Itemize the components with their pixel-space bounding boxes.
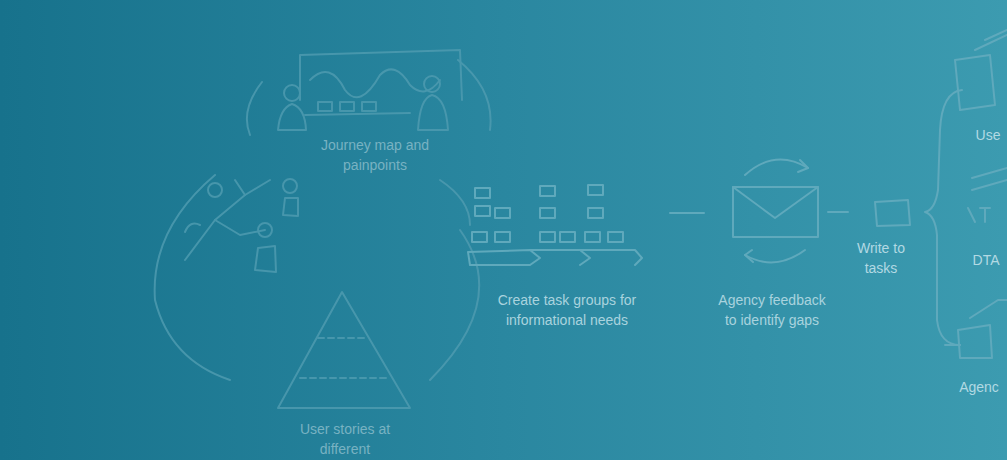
step-caption: Agency feedback to identify gaps <box>712 290 832 330</box>
step-caption: User stories at different <box>290 419 400 459</box>
step-caption: Create task groups for informational nee… <box>477 290 657 330</box>
output-caption: DTA <box>968 250 1004 270</box>
output-caption: Agenc <box>954 377 1004 397</box>
output-caption: Use <box>972 125 1004 145</box>
step-caption: Write to tasks <box>846 238 916 278</box>
step-caption: Journey map and painpoints <box>320 135 430 175</box>
